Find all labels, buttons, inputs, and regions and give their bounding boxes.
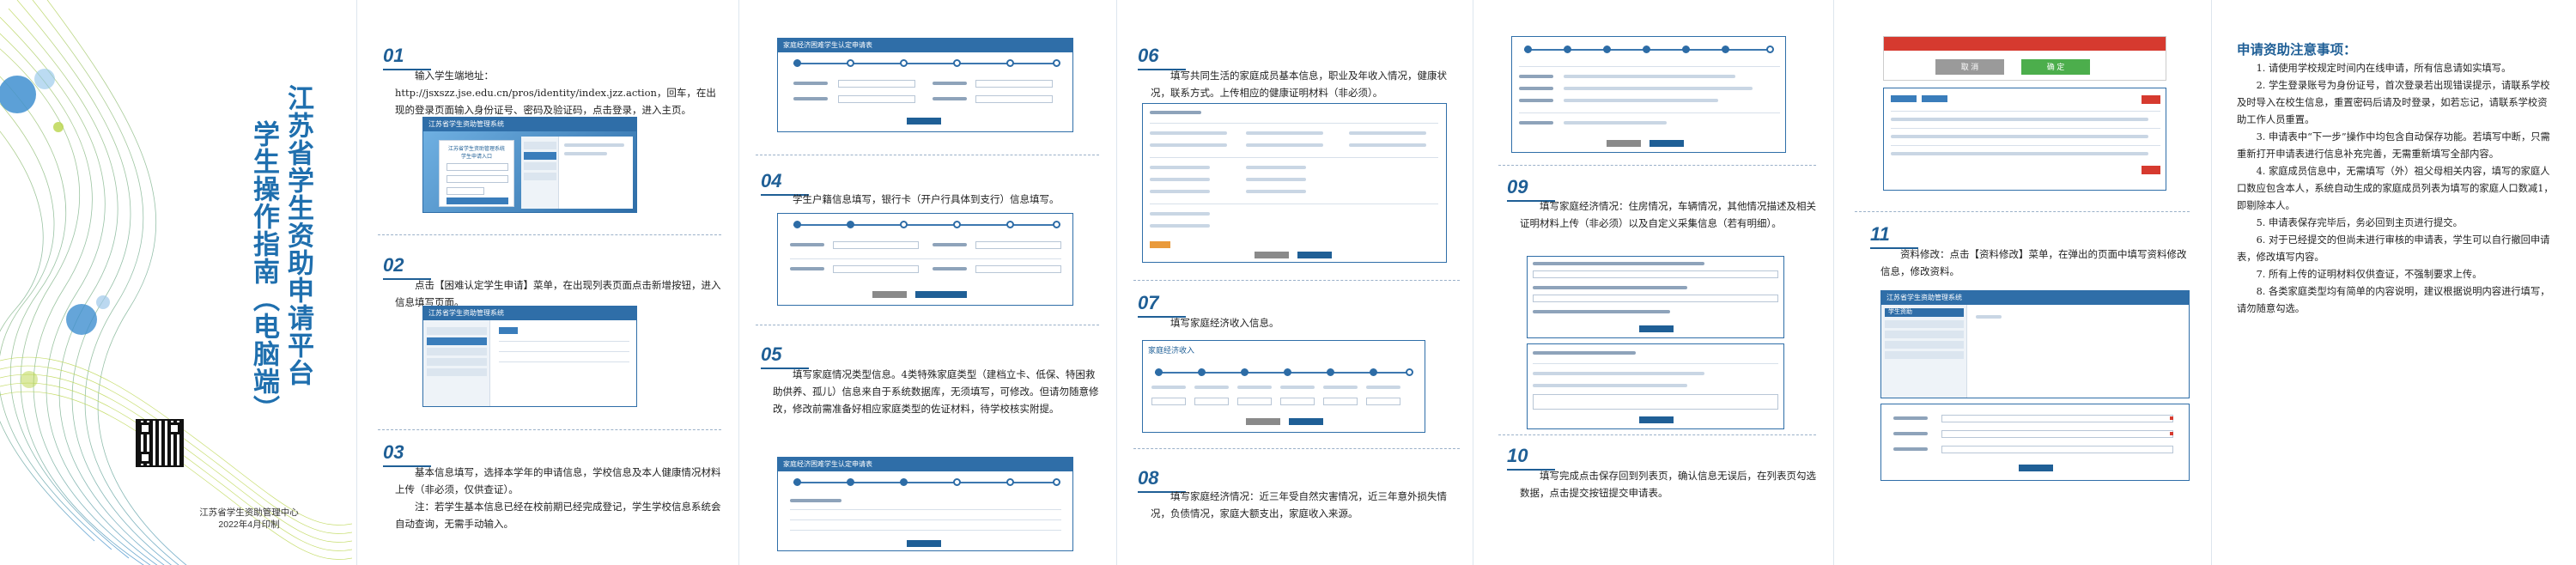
screenshot-family-members (1142, 103, 1447, 263)
screenshot-login: 江苏省学生资助管理系统 江苏省学生资助管理系统 学生申请入口 (422, 117, 637, 213)
step-01-number: 01 (383, 45, 433, 70)
login-button[interactable] (447, 197, 508, 204)
step-03-text: 基本信息填写，选择本学年的申请信息，学校信息及本人健康情况材料上传（非必须，仅供… (395, 464, 726, 532)
cover-title-line2: 学生操作指南（电脑端） (248, 120, 279, 422)
upload-button[interactable] (1150, 241, 1170, 248)
step-08-text: 填写家庭经济情况：近三年受自然灾害情况，近三年意外损失情况，负债情况，家庭大额支… (1151, 490, 1447, 519)
step-11-text: 资料修改：点击【资料修改】菜单，在弹出的页面中填写资料修改信息，修改资料。 (1880, 248, 2187, 277)
cover-title-line1: 江苏省学生资助申请平台 (283, 84, 313, 386)
system-header: 江苏省学生资助管理系统 (423, 307, 636, 320)
screenshot-custom-info (1527, 343, 1784, 429)
screenshot-list-submit (1883, 88, 2166, 191)
note-item: 2. 学生登录账号为身份证号，首次登录若出现错误提示，请联系学校及时导入在校生信… (2237, 80, 2550, 125)
password-input[interactable] (447, 175, 508, 183)
step-03-note: 注：若学生基本信息已经在校前期已经完成登记，学生学校信息系统会自动查询，无需手动… (395, 501, 721, 530)
screenshot-income: 家庭经济收入 (1142, 340, 1425, 433)
add-button[interactable] (499, 327, 518, 334)
step-04-number: 04 (761, 170, 811, 196)
screenshot-menu: 江苏省学生资助管理系统 (422, 306, 637, 407)
menu-item-apply[interactable] (427, 337, 487, 345)
screenshot-family-type: 家庭经济困难学生认定申请表 (777, 457, 1073, 551)
step-06-text: 填写共同生活的家庭成员基本信息，职业及年收入情况，健康状况，联系方式。上传相应的… (1151, 70, 1447, 99)
income-header: 家庭经济收入 (1148, 346, 1195, 355)
step-05-number: 05 (761, 343, 811, 369)
screenshot-modify-form (1880, 404, 2190, 481)
confirm-button[interactable]: 确 定 (2021, 59, 2090, 75)
step-02-text: 点击【困难认定学生申请】菜单，在出现列表页面点击新增按钮，进入信息填写页面。 (395, 279, 721, 308)
step-07-text: 填写家庭经济收入信息。 (1170, 317, 1279, 329)
step-09-number: 09 (1507, 176, 1557, 202)
next-button[interactable] (907, 118, 941, 125)
login-form: 江苏省学生资助管理系统 学生申请入口 (439, 140, 514, 207)
note-item: 5. 申请表保存完毕后，务必回到主页进行提交。 (2256, 217, 2463, 228)
screenshot-other-info (1527, 256, 1784, 338)
form-header: 家庭经济困难学生认定申请表 (778, 39, 1072, 52)
decorative-waves (0, 0, 352, 565)
step-07-number: 07 (1138, 292, 1188, 318)
screenshot-basic-info: 家庭经济困难学生认定申请表 (777, 38, 1073, 132)
captcha-input[interactable] (447, 187, 484, 195)
organization-name: 江苏省学生资助管理中心 (199, 507, 299, 518)
step-05-text: 填写家庭情况类型信息。4类特殊家庭类型（建档立卡、低保、特困救助供养、孤儿）信息… (773, 368, 1099, 415)
notes-title: 申请资助注意事项： (2237, 42, 2357, 58)
step-09-text: 填写家庭经济情况：住房情况，车辆情况，其他情况描述及相关证明材料上传（非必须）以… (1520, 200, 1816, 229)
screenshot-submit-dialog: 取 消 确 定 (1883, 36, 2166, 81)
modify-header: 江苏省学生资助管理系统 (1881, 291, 2189, 305)
note-item: 4. 家庭成员信息中，无需填写（外）祖父母相关内容，填写的家庭人口数应包含本人，… (2237, 166, 2554, 211)
screenshot-bank-info (777, 213, 1073, 306)
screenshot-modify: 江苏省学生资助管理系统 学生资助 (1880, 290, 2190, 398)
note-item: 6. 对于已经提交的但尚未进行审核的申请表，学生可以自行撤回申请表，修改填写内容… (2237, 234, 2550, 263)
notes-list: 1. 请使用学校规定时间内在线申请，所有信息请如实填写。 2. 学生登录账号为身… (2237, 60, 2556, 318)
step-08-number: 08 (1138, 467, 1188, 493)
step-10-number: 10 (1507, 445, 1557, 471)
step-10-text: 填写完成点击保存回到列表页，确认信息无误后，在列表页勾选数据，点击提交按钮提交申… (1520, 470, 1816, 499)
print-date: 2022年4月印制 (218, 519, 280, 530)
step-11-number: 11 (1870, 223, 1918, 249)
login-header: 江苏省学生资助管理系统 (423, 118, 636, 131)
cancel-button[interactable]: 取 消 (1935, 59, 2004, 75)
step-04-text: 学生户籍信息填写，银行卡（开户行具体到支行）信息填写。 (793, 193, 1060, 205)
note-item: 8. 各类家庭类型均有简单的内容说明，建议根据说明内容进行填写，请勿随意勾选。 (2237, 286, 2550, 314)
username-input[interactable] (447, 163, 508, 171)
step-02-number: 02 (383, 254, 433, 280)
step-01-text: 输入学生端地址：http://jsxszz.jse.edu.cn/pros/id… (395, 70, 716, 116)
screenshot-housing (1511, 36, 1786, 153)
note-item: 3. 申请表中“下一步”操作中均包含自动保存功能。若填写中断，只需重新打开申请表… (2237, 131, 2550, 160)
steps-header: 家庭经济困难学生认定申请表 (778, 458, 1072, 471)
cover-panel: 江苏省学生资助申请平台 学生操作指南（电脑端） 江苏省学生资助管理中心 2022… (0, 0, 352, 565)
modify-tab[interactable]: 学生资助 (1885, 308, 1964, 317)
step-03-number: 03 (383, 441, 433, 467)
organization-footer: 江苏省学生资助管理中心 2022年4月印制 (185, 507, 313, 531)
note-item: 1. 请使用学校规定时间内在线申请，所有信息请如实填写。 (2256, 63, 2512, 74)
step-06-number: 06 (1138, 45, 1188, 70)
note-item: 7. 所有上传的证明材料仅供查证，不强制要求上传。 (2256, 269, 2482, 280)
qr-code (136, 419, 184, 467)
